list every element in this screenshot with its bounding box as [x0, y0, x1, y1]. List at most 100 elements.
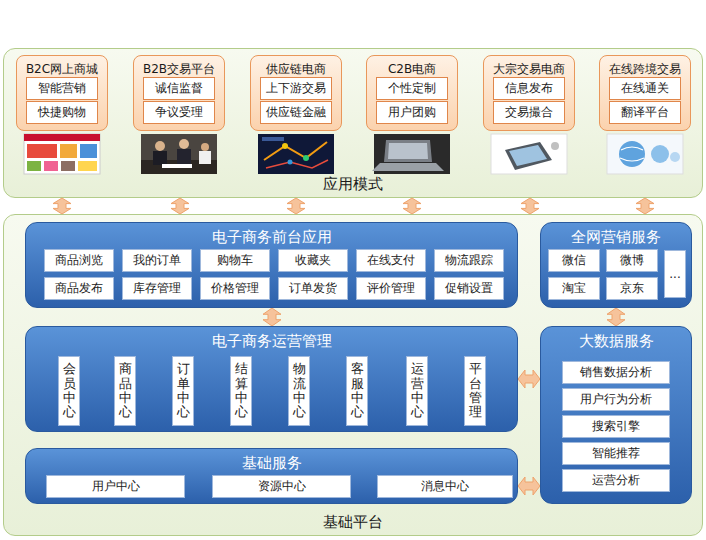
- function-box: 订单发货: [278, 277, 348, 300]
- function-label: 搜索引擎: [592, 418, 640, 435]
- function-label: 用户中心: [92, 478, 140, 495]
- function-label: 购物车: [217, 252, 253, 269]
- service-panel: 电子商务运营管理会员中心 商品中心 订单中心 结算中心 物流中心 客服中心 运营中心 平台管理: [25, 326, 518, 432]
- mode-title: C2B电商: [388, 61, 436, 78]
- function-label: 消息中心: [421, 478, 469, 495]
- feature-label: 快捷购物: [38, 104, 86, 121]
- feature-tag: 用户团购: [376, 101, 448, 124]
- center-box: 订单中心: [172, 356, 194, 426]
- service-title: 基础服务: [242, 454, 302, 473]
- function-box: 京东: [606, 277, 658, 300]
- function-box: 微博: [606, 249, 658, 272]
- center-box: 结算中心: [230, 356, 252, 426]
- function-box: 价格管理: [200, 277, 270, 300]
- feature-label: 交易撮合: [505, 104, 553, 121]
- function-label: 用户行为分析: [580, 391, 652, 408]
- function-box: 智能推荐: [562, 442, 670, 465]
- center-box: 物流中心: [288, 356, 310, 426]
- feature-tag: 争议受理: [143, 101, 215, 124]
- function-box: 淘宝: [548, 277, 600, 300]
- center-label: 客服中心: [351, 362, 364, 419]
- feature-tag: 信息发布: [493, 77, 565, 100]
- mode-box: B2B交易平台诚信监督争议受理: [133, 55, 225, 131]
- double-arrow: [171, 198, 189, 214]
- function-box: 购物车: [200, 249, 270, 272]
- center-label: 订单中心: [177, 362, 190, 419]
- function-label: 微信: [562, 252, 586, 269]
- center-box: 运营中心: [406, 356, 428, 426]
- mode-title: 供应链电商: [266, 61, 326, 78]
- feature-label: 供应链金融: [266, 104, 326, 121]
- mode-box: 大宗交易电商信息发布交易撮合: [483, 55, 575, 131]
- feature-tag: 供应链金融: [260, 101, 332, 124]
- feature-label: 争议受理: [155, 104, 203, 121]
- function-label: 在线支付: [367, 252, 415, 269]
- double-arrow: [53, 198, 71, 214]
- mode-box: C2B电商个性定制用户团购: [366, 55, 458, 131]
- feature-label: 在线通关: [621, 80, 669, 97]
- center-box: 会员中心: [58, 356, 80, 426]
- mode-title: B2C网上商城: [26, 61, 98, 78]
- feature-label: 用户团购: [388, 104, 436, 121]
- center-label: 会员中心: [63, 362, 76, 419]
- function-label: 智能推荐: [592, 445, 640, 462]
- panel-label: 应用模式: [323, 175, 383, 194]
- center-box: 商品中心: [114, 356, 136, 426]
- feature-tag: 在线通关: [609, 77, 681, 100]
- function-label: 销售数据分析: [580, 364, 652, 381]
- function-box: 消息中心: [377, 475, 513, 498]
- function-label: 资源中心: [258, 478, 306, 495]
- function-label: ...: [669, 267, 680, 281]
- function-box: 商品浏览: [44, 249, 114, 272]
- function-label: 物流跟踪: [445, 252, 493, 269]
- platform-panel: 基础平台电子商务前台应用商品浏览我的订单购物车收藏夹在线支付物流跟踪商品发布库存…: [3, 214, 703, 536]
- function-box: 促销设置: [434, 277, 504, 300]
- function-label: 价格管理: [211, 280, 259, 297]
- double-arrow: [287, 198, 305, 214]
- service-title: 电子商务前台应用: [212, 228, 332, 247]
- mode-title: 大宗交易电商: [493, 61, 565, 78]
- feature-label: 信息发布: [505, 80, 553, 97]
- function-box: 商品发布: [44, 277, 114, 300]
- function-box: 用户行为分析: [562, 388, 670, 411]
- feature-tag: 交易撮合: [493, 101, 565, 124]
- function-label: 运营分析: [592, 472, 640, 489]
- function-box: ...: [664, 250, 686, 298]
- service-title: 全网营销服务: [571, 228, 661, 247]
- function-box: 收藏夹: [278, 249, 348, 272]
- function-box: 物流跟踪: [434, 249, 504, 272]
- mode-box: B2C网上商城智能营销快捷购物: [16, 55, 108, 131]
- mode-title: 在线跨境交易: [609, 61, 681, 78]
- center-box: 客服中心: [346, 356, 368, 426]
- function-box: 我的订单: [122, 249, 192, 272]
- function-label: 促销设置: [445, 280, 493, 297]
- center-label: 结算中心: [235, 362, 248, 419]
- feature-label: 诚信监督: [155, 80, 203, 97]
- function-box: 评价管理: [356, 277, 426, 300]
- mode-box: 供应链电商上下游交易供应链金融: [250, 55, 342, 131]
- double-arrow: [636, 198, 654, 214]
- function-label: 我的订单: [133, 252, 181, 269]
- service-title: 大数据服务: [579, 332, 654, 351]
- center-label: 平台管理: [469, 362, 482, 419]
- service-title: 电子商务运营管理: [212, 332, 332, 351]
- function-box: 销售数据分析: [562, 361, 670, 384]
- function-box: 搜索引擎: [562, 415, 670, 438]
- function-label: 订单发货: [289, 280, 337, 297]
- function-box: 在线支付: [356, 249, 426, 272]
- center-label: 运营中心: [411, 362, 424, 419]
- feature-tag: 上下游交易: [260, 77, 332, 100]
- function-box: 微信: [548, 249, 600, 272]
- function-box: 资源中心: [212, 475, 351, 498]
- platform-panel: 应用模式B2C网上商城智能营销快捷购物B2B交易平台诚信监督争议受理供应链电商上…: [3, 48, 703, 198]
- function-label: 库存管理: [133, 280, 181, 297]
- function-label: 商品浏览: [55, 252, 103, 269]
- center-label: 商品中心: [119, 362, 132, 419]
- function-box: 用户中心: [46, 475, 185, 498]
- service-panel: 电子商务前台应用商品浏览 我的订单 购物车 收藏夹 在线支付 物流跟踪商品发布 库存管理 价格…: [25, 222, 518, 308]
- feature-label: 个性定制: [388, 80, 436, 97]
- feature-label: 翻译平台: [621, 104, 669, 121]
- function-label: 京东: [620, 280, 644, 297]
- function-label: 淘宝: [562, 280, 586, 297]
